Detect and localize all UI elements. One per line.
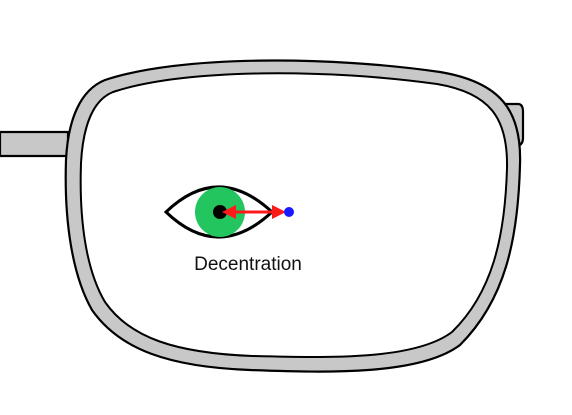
temple-arm-left bbox=[0, 130, 70, 158]
optical-center-dot bbox=[284, 207, 294, 217]
lens bbox=[79, 72, 509, 359]
pupil bbox=[213, 205, 227, 219]
decentration-label: Decentration bbox=[194, 254, 302, 275]
double-arrow-icon bbox=[222, 205, 286, 219]
eye-icon bbox=[163, 185, 275, 239]
arrow-head-right bbox=[272, 205, 286, 219]
arrow-head-left bbox=[222, 205, 236, 219]
